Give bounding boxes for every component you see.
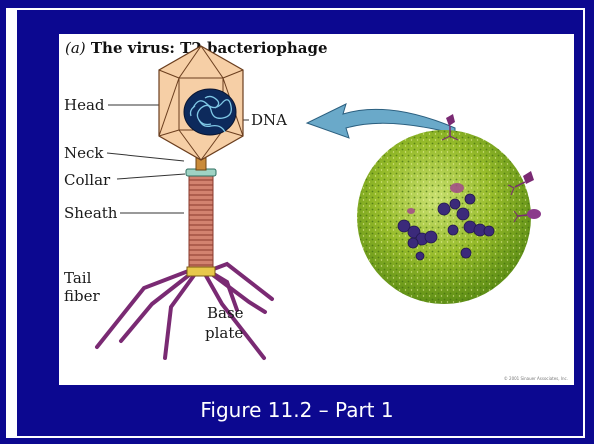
base-plate xyxy=(187,267,215,276)
label-tail-fiber-line1: Tail xyxy=(64,269,91,287)
label-sheath: Sheath xyxy=(64,204,117,222)
label-base-plate-line1: Base xyxy=(207,304,244,322)
label-dna: DNA xyxy=(251,111,287,129)
figure-panel: (a) The virus: T2 bacteriophage xyxy=(59,34,574,385)
label-neck: Neck xyxy=(64,144,104,162)
tail-fibers xyxy=(97,264,272,358)
tail-sheath xyxy=(189,175,213,269)
label-base-plate-line2: plate xyxy=(205,324,243,342)
label-collar: Collar xyxy=(64,171,110,189)
slide-left-bar xyxy=(8,8,17,438)
phage-diagram xyxy=(59,34,574,385)
figure-credit: © 2001 Sinauer Associates, Inc. xyxy=(504,376,568,381)
bacterium-cell xyxy=(357,130,531,304)
phage-head xyxy=(159,46,243,160)
slide-caption: Figure 11.2 – Part 1 xyxy=(0,398,594,422)
label-head: Head xyxy=(64,96,105,114)
label-tail-fiber-line2: fiber xyxy=(64,287,100,305)
